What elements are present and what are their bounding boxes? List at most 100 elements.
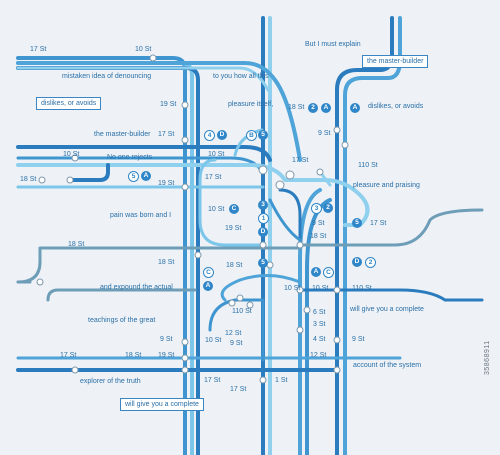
route-line	[343, 16, 402, 455]
station-label: 3 St	[313, 321, 326, 328]
line-badge: 5	[128, 171, 139, 182]
station-label: 10 St	[63, 151, 80, 158]
station-label: 10 St	[312, 285, 329, 292]
station-label: 9 St	[230, 340, 243, 347]
station-label: 10 St	[208, 151, 225, 158]
route-line	[298, 288, 484, 302]
line-badge: 2	[365, 257, 376, 268]
route-line	[16, 66, 270, 92]
station-label: 18 St	[125, 352, 142, 359]
station-dot	[149, 54, 157, 62]
station-dot	[316, 168, 324, 176]
route-line	[220, 274, 302, 302]
station-dot	[333, 286, 341, 294]
line-badge: D	[258, 227, 268, 237]
route-line	[268, 198, 302, 242]
route-line	[16, 144, 272, 162]
station-label: 17 St	[370, 220, 387, 227]
station-label: 17 St	[158, 131, 175, 138]
station-label: 19 St	[158, 352, 175, 359]
station-label: 6 St	[313, 309, 326, 316]
station-dot	[181, 354, 189, 362]
map-text: teachings of the great	[88, 317, 156, 324]
station-dot	[333, 336, 341, 344]
station-dot	[341, 141, 349, 149]
map-text: But I must explain	[305, 41, 361, 48]
station-label: 17 St	[30, 46, 47, 53]
highlight-box[interactable]: will give you a complete	[120, 398, 204, 411]
station-dot	[333, 366, 341, 374]
station-dot	[71, 154, 79, 162]
map-text: explorer of the truth	[80, 378, 141, 385]
line-badge: B	[246, 130, 257, 141]
station-label: 19 St	[225, 225, 242, 232]
station-dot	[71, 366, 79, 374]
station-label: 17 St	[60, 352, 77, 359]
route-line	[198, 158, 265, 247]
route-line	[298, 208, 484, 247]
route-line	[68, 163, 110, 182]
line-badge: C	[203, 267, 214, 278]
station-label: 18 St	[158, 259, 175, 266]
station-label: 9 St	[160, 336, 173, 343]
station-dot	[181, 136, 189, 144]
station-label: 10 St	[284, 285, 301, 292]
line-badge: A	[141, 171, 151, 181]
station-dot	[181, 101, 189, 109]
map-text: pleasure itself,	[228, 101, 274, 108]
station-dot	[181, 183, 189, 191]
station-label: 10 St	[135, 46, 152, 53]
station-label: 18 St	[288, 104, 305, 111]
highlight-box[interactable]: dislikes, or avoids	[36, 97, 102, 110]
line-badge: D	[352, 257, 362, 267]
station-dot	[66, 176, 74, 184]
station-dot	[285, 170, 295, 180]
station-label: 18 St	[310, 233, 327, 240]
station-label: 110 St	[352, 285, 372, 292]
route-line	[16, 56, 187, 455]
map-text: mistaken idea of denouncing	[62, 73, 152, 80]
line-badge: D	[217, 130, 227, 140]
station-label: 12 St	[225, 330, 242, 337]
station-label: 110 St	[358, 162, 378, 169]
map-text: and expound the actual	[100, 284, 173, 291]
station-dot	[296, 286, 304, 294]
line-badge: 3	[258, 200, 268, 210]
station-dot	[236, 294, 244, 302]
line-badge: 5	[258, 258, 268, 268]
station-dot	[333, 126, 341, 134]
station-dot	[303, 306, 311, 314]
station-label: 18 St	[68, 241, 85, 248]
line-badge: A	[311, 267, 321, 277]
station-dot	[275, 180, 285, 190]
map-text: to you how all this	[213, 73, 269, 80]
line-badge: 1	[258, 213, 269, 224]
line-badge: 5	[258, 130, 268, 140]
station-dot	[181, 366, 189, 374]
line-badge: A	[203, 281, 213, 291]
line-badge: C	[229, 204, 239, 214]
line-badge: 2	[308, 103, 318, 113]
route-line	[298, 188, 322, 455]
station-label: 17 St	[205, 174, 222, 181]
line-badge: A	[350, 103, 360, 113]
station-dot	[258, 165, 268, 175]
line-badge: 3	[311, 203, 322, 214]
line-badge: 4	[204, 130, 215, 141]
map-text: the master-builder	[94, 131, 151, 138]
station-dot	[259, 376, 267, 384]
station-label: 17 St	[204, 377, 221, 384]
station-dot	[194, 251, 202, 259]
station-label: 9 St	[352, 336, 365, 343]
route-line	[16, 163, 370, 227]
map-text: dislikes, or avoids	[368, 103, 424, 110]
line-badge: C	[323, 267, 334, 278]
station-dot	[38, 176, 46, 184]
station-dot	[246, 301, 254, 309]
station-dot	[181, 338, 189, 346]
station-label: 10 St	[208, 206, 225, 213]
station-dot	[36, 278, 44, 286]
station-label: 10 St	[205, 337, 222, 344]
highlight-box[interactable]: the master-builder	[362, 55, 429, 68]
